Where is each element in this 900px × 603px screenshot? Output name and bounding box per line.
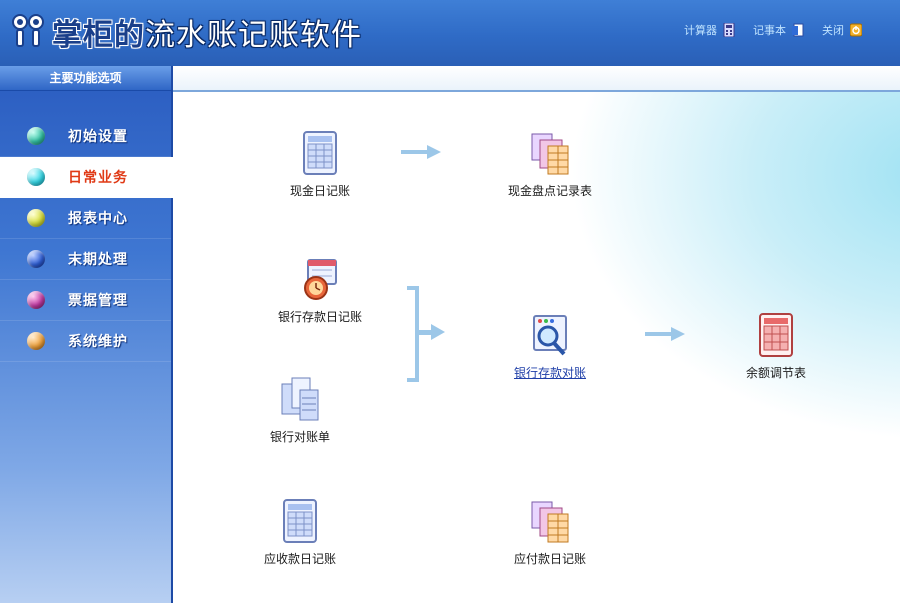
bank-statement-button[interactable]: 银行对账单 [240, 376, 360, 445]
sidebar-title: 主要功能选项 [0, 66, 171, 91]
bank-reconcile-label: 银行存款对账 [513, 366, 586, 380]
sidebar-item-label: 日常业务 [68, 170, 128, 186]
cash-count-record-button[interactable]: 现金盘点记录表 [490, 130, 610, 199]
sidebar-item-period-end[interactable]: 末期处理 [0, 239, 171, 280]
sidebar-item-report-center[interactable]: 报表中心 [0, 198, 171, 239]
calculator-icon [723, 23, 735, 37]
calculator-link[interactable]: 计算器 [684, 22, 735, 38]
merge-bracket-icon [407, 286, 445, 382]
sidebar-item-label: 票据管理 [68, 293, 128, 309]
sidebar-item-label: 报表中心 [68, 211, 128, 227]
sidebar-item-label: 末期处理 [68, 252, 128, 268]
bank-reconcile-button[interactable]: 银行存款对账 [490, 312, 610, 381]
notepad-label: 记事本 [753, 24, 786, 37]
bank-statement-label: 银行对账单 [269, 430, 330, 444]
app-title: 掌柜的流水账记账软件 [52, 12, 362, 53]
sidebar-item-initial-settings[interactable]: 初始设置 [0, 116, 171, 157]
sidebar-item-bill-management[interactable]: 票据管理 [0, 280, 171, 321]
bank-journal-label: 银行存款日记账 [277, 310, 362, 324]
main-panel: 现金日记账 现金盘点记录表 银行存款日记账 [173, 66, 900, 603]
brand-name: 掌柜的 [52, 18, 145, 53]
power-icon [850, 23, 862, 37]
sidebar-item-label: 系统维护 [68, 334, 128, 350]
brand-product: 流水账记账软件 [145, 18, 362, 53]
bank-journal-button[interactable]: 银行存款日记账 [240, 256, 400, 325]
sheets-icon [531, 501, 569, 543]
calendar-clock-icon [304, 259, 337, 300]
logo-icon [12, 14, 44, 47]
receivable-journal-label: 应收款日记账 [263, 552, 336, 566]
sidebar-item-daily-business[interactable]: 日常业务 [0, 157, 173, 198]
red-table-icon [759, 313, 793, 357]
documents-icon [281, 377, 319, 421]
bullet-icon [27, 250, 45, 268]
arrow-right-icon [645, 327, 685, 341]
sidebar: 主要功能选项 初始设置 日常业务 报表中心 末期处理 票据管理 系统维护 [0, 66, 173, 603]
magnifier-report-icon [533, 315, 567, 356]
balance-adjust-button[interactable]: 余额调节表 [716, 312, 836, 381]
payable-journal-button[interactable]: 应付款日记账 [490, 498, 610, 567]
cash-journal-button[interactable]: 现金日记账 [260, 130, 380, 199]
sidebar-menu: 初始设置 日常业务 报表中心 末期处理 票据管理 系统维护 [0, 116, 173, 362]
ledger-icon [283, 499, 317, 543]
bullet-icon [27, 209, 45, 227]
top-links: 计算器 记事本 关闭 [684, 22, 862, 38]
ledger-icon [303, 131, 337, 175]
bullet-icon [27, 291, 45, 309]
bullet-icon [27, 168, 45, 186]
sidebar-item-label: 初始设置 [68, 129, 128, 145]
notepad-link[interactable]: 记事本 [753, 22, 804, 38]
payable-journal-label: 应付款日记账 [513, 552, 586, 566]
close-label: 关闭 [822, 24, 844, 37]
arrow-right-icon [401, 145, 441, 159]
notepad-icon [792, 23, 804, 37]
bullet-icon [27, 332, 45, 350]
calculator-label: 计算器 [684, 24, 717, 37]
sidebar-item-system-maintenance[interactable]: 系统维护 [0, 321, 171, 362]
cash-count-record-label: 现金盘点记录表 [507, 184, 592, 198]
main-topbar [173, 66, 900, 92]
close-link[interactable]: 关闭 [822, 22, 862, 38]
receivable-journal-button[interactable]: 应收款日记账 [240, 498, 360, 567]
app-header: 掌柜的流水账记账软件 计算器 记事本 关闭 [0, 0, 900, 66]
sheets-icon [531, 133, 569, 175]
balance-adjust-label: 余额调节表 [745, 366, 806, 380]
cash-journal-label: 现金日记账 [289, 184, 350, 198]
bullet-icon [27, 127, 45, 145]
